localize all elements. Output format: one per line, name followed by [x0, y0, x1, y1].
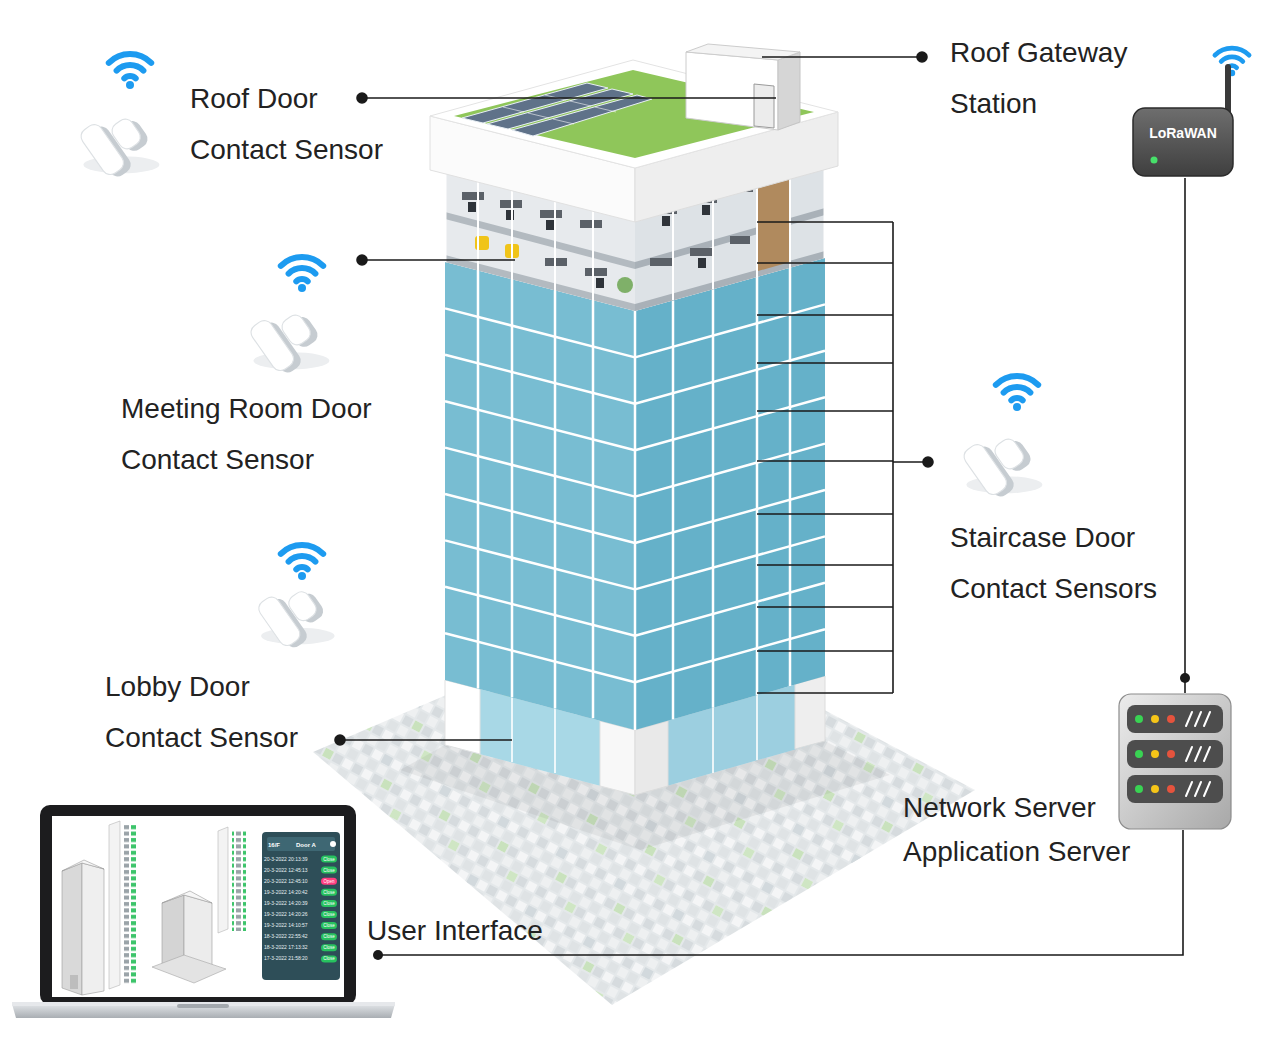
event-time: 19-3-2022 14:20:26 [264, 911, 320, 918]
status-pill-text: Close [321, 867, 337, 874]
server-rack-icon [1119, 694, 1231, 829]
event-time: 19-3-2022 14:20:39 [264, 900, 320, 907]
laptop-ui: User Interface [12, 805, 378, 1023]
event-time: 20-3-2022 20:13:39 [264, 856, 320, 863]
gateway-device-icon [1133, 48, 1249, 176]
sensor-label: Roof Door Contact Sensor [190, 73, 412, 175]
connector-dot [373, 950, 383, 960]
ui-label: User Interface [367, 914, 572, 948]
gateway-device: LoRaWAN [1130, 40, 1260, 178]
door-tag: Door A [296, 841, 324, 849]
event-time: 20-3-2022 12:45:13 [264, 867, 320, 874]
leader-lines [335, 52, 933, 745]
event-time: 18-3-2022 17:13:32 [264, 944, 320, 951]
event-time: 19-3-2022 14:20:42 [264, 889, 320, 896]
sensor-label: Meeting Room Door Contact Sensor [121, 383, 383, 485]
sensor-label: Lobby Door Contact Sensor [105, 661, 327, 763]
sensor-icons [78, 54, 1043, 653]
server-rack: Network Server Application Server [1118, 693, 1232, 830]
status-pill-text: Close [321, 889, 337, 896]
status-pill-text: Close [321, 922, 337, 929]
server-label: Network Server Application Server [903, 786, 1178, 874]
event-time: 17-3-2022 21:58:20 [264, 955, 320, 962]
status-pill-text: Close [321, 933, 337, 940]
event-time: 20-3-2022 12:45:10 [264, 878, 320, 885]
status-pill-text: Open [321, 878, 337, 885]
server-rack-shape [1118, 693, 1232, 830]
sensor-label: Staircase Door Contact Sensors [950, 512, 1195, 614]
status-pill-text: Close [321, 856, 337, 863]
laptop-ui-shape [12, 805, 378, 1023]
glass-facade [445, 258, 825, 730]
status-pill-text: Close [321, 944, 337, 951]
connector-line [1180, 178, 1190, 693]
event-time: 18-3-2022 22:55:42 [264, 933, 320, 940]
device-label: LoRaWAN [1133, 124, 1233, 142]
connector-path [1184, 178, 1186, 693]
connector-dot [1180, 673, 1190, 683]
status-pill-text: Close [321, 955, 337, 962]
gateway-device-shape [1130, 40, 1260, 178]
gateway-label: Roof Gateway Station [950, 27, 1135, 129]
status-pill-text: Close [321, 911, 337, 918]
status-pill-text: Close [321, 900, 337, 907]
event-time: 19-3-2022 14:10:57 [264, 922, 320, 929]
laptop-ui-icon [12, 805, 395, 1018]
floor-tag: 16/F [268, 841, 292, 849]
